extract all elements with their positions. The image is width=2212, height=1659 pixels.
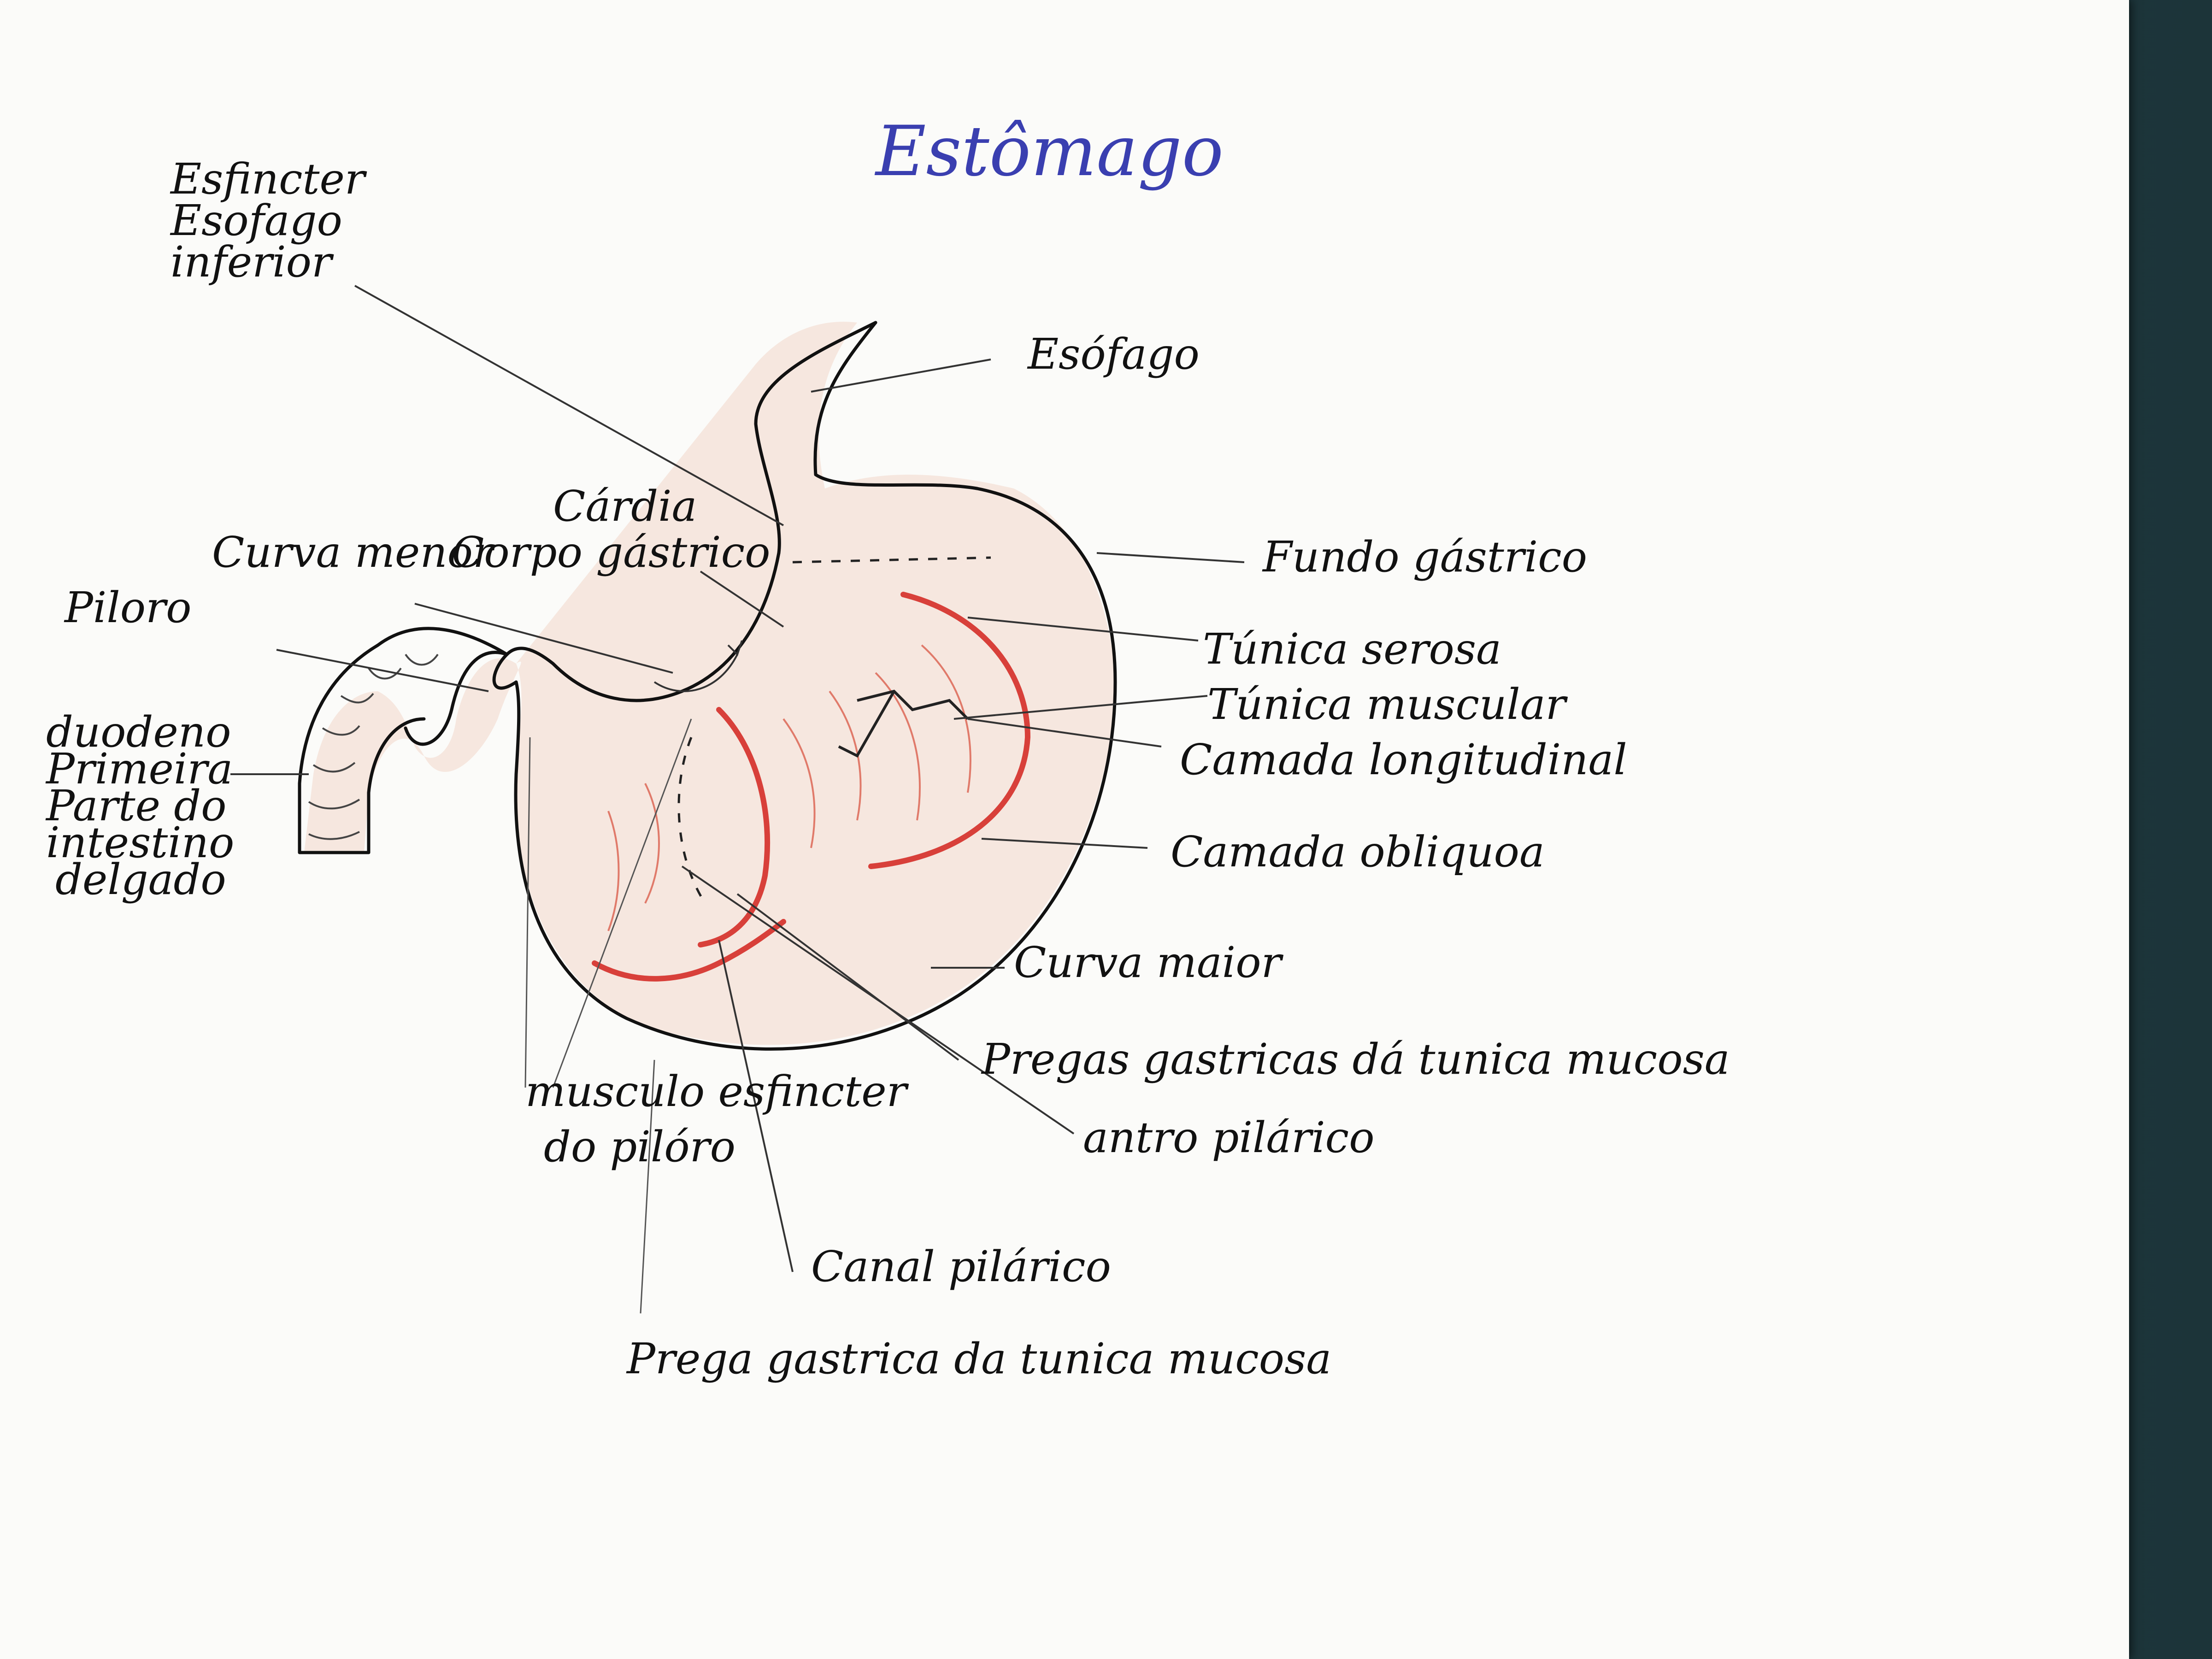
label-antro-pilorico: antro pilárico <box>1083 1113 1375 1162</box>
duodenum-outline <box>298 627 509 854</box>
label-camada-obliqua: Camada obliquoa <box>1171 827 1545 877</box>
stomach-diagram: Estômago Esfincter Esofago inferior Esóf… <box>45 112 1730 1383</box>
label-curva-maior: Curva maior <box>1014 938 1284 987</box>
label-musculo-esfincter-line1: musculo esfincter <box>525 1067 909 1116</box>
stomach-body-fill <box>304 322 1115 1045</box>
muscle-hatch <box>857 689 969 720</box>
esophagus-left-outline <box>754 321 877 555</box>
label-duodeno-line1: duodeno <box>46 707 231 757</box>
lesser-curvature-outline <box>505 551 781 702</box>
label-esfincter-line2: Esofago <box>170 196 342 245</box>
muscle-notch <box>838 690 895 758</box>
label-camada-longitudinal: Camada longitudinal <box>1180 735 1627 784</box>
label-esfincter-line3: inferior <box>171 237 334 287</box>
label-duodeno-line5: delgado <box>55 855 226 904</box>
cardia-arrow <box>653 640 743 692</box>
label-fundo-gastrico: Fundo gástrico <box>1262 532 1587 582</box>
label-tunica-serosa: Túnica serosa <box>1203 624 1501 674</box>
label-pregas-gastricas: Pregas gastricas dá tunica mucosa <box>981 1035 1730 1084</box>
label-cardia: Cárdia <box>553 482 697 531</box>
camada-obliqua-red-layer <box>592 919 786 982</box>
label-esfincter-line1: Esfincter <box>170 154 367 204</box>
label-curva-menor: Curva menor <box>212 528 495 577</box>
paper-sheet: Estômago Esfincter Esofago inferior Esóf… <box>0 0 2129 1659</box>
label-canal-pilorico: Canal pilárico <box>811 1242 1111 1291</box>
tunica-muscular-red-layer <box>868 592 1031 869</box>
corpo-dashed-line <box>677 737 706 904</box>
esophagus-right-outline <box>813 321 979 490</box>
label-esofago: Esófago <box>1027 329 1200 379</box>
mucosa-folds <box>607 644 971 931</box>
greater-curvature-outline <box>514 487 1117 1051</box>
label-prega-gastrica: Prega gastrica da tunica mucosa <box>626 1334 1331 1383</box>
label-corpo-gastrico: Corpo gástrico <box>452 528 771 577</box>
stomach-illustration <box>298 321 1117 1051</box>
label-piloro: Piloro <box>64 583 192 632</box>
label-musculo-esfincter-line2: do pilóro <box>544 1122 735 1171</box>
label-duodeno-line2: Primeira <box>45 744 233 794</box>
label-duodeno-line4: intestino <box>46 818 234 867</box>
leader-lines <box>230 285 1245 1314</box>
pylorus-outline <box>404 651 518 746</box>
label-tunica-muscular: Túnica muscular <box>1207 680 1568 729</box>
duodenum-folds <box>308 653 439 840</box>
cardia-dashed-line <box>792 556 991 564</box>
camada-longitudinal-red-layer <box>698 707 771 947</box>
page-title: Estômago <box>874 112 1224 192</box>
label-duodeno-line3: Parte do <box>45 781 227 830</box>
